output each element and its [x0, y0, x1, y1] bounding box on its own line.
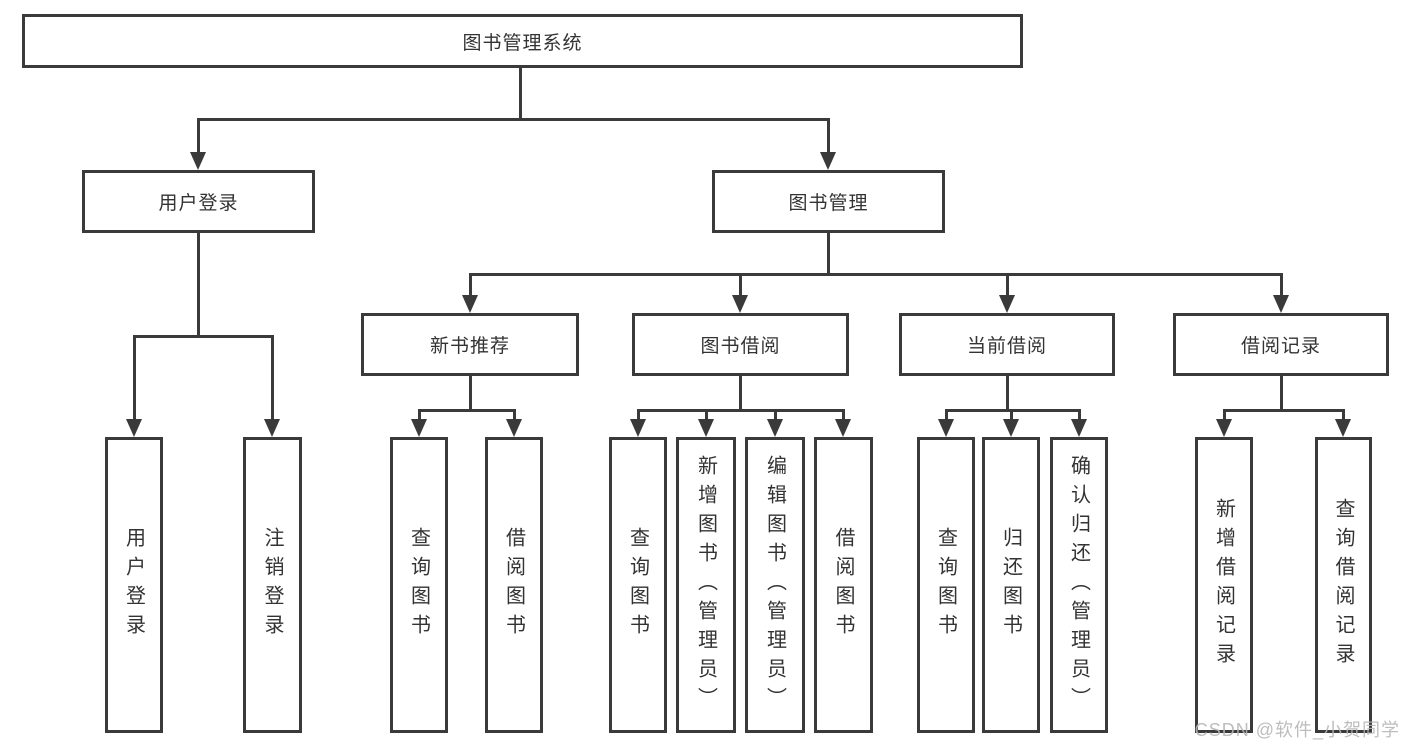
connector-line	[418, 409, 515, 412]
node-root: 图书管理系统	[22, 14, 1023, 68]
arrow-down-icon	[630, 419, 646, 437]
connector-line	[739, 273, 742, 297]
connector-line	[1006, 273, 1009, 297]
arrow-down-icon	[732, 295, 748, 313]
leaf-borrow-add-books-admin: 新增图书（管理员）	[676, 437, 736, 733]
connector-line	[418, 409, 421, 421]
leaf-current-confirm-return-admin: 确认归还（管理员）	[1050, 437, 1108, 733]
connector-line	[827, 233, 830, 273]
connector-line	[519, 68, 522, 118]
node-user-login: 用户登录	[82, 170, 315, 233]
leaf-borrow-query-books: 查询图书	[609, 437, 667, 733]
connector-line	[1280, 376, 1283, 409]
node-book-borrowing: 图书借阅	[632, 313, 849, 376]
arrow-down-icon	[1216, 419, 1232, 437]
connector-line	[133, 335, 136, 421]
node-borrowing-records: 借阅记录	[1173, 313, 1389, 376]
leaf-borrow-edit-books-admin: 编辑图书（管理员）	[745, 437, 805, 733]
connector-line	[469, 376, 472, 409]
leaf-borrow-borrow-books: 借阅图书	[814, 437, 873, 733]
arrow-down-icon	[506, 419, 522, 437]
connector-line	[945, 409, 948, 421]
connector-line	[1342, 409, 1345, 421]
leaf-record-query-borrow-record: 查询借阅记录	[1315, 437, 1372, 733]
leaf-user-login: 用户登录	[105, 437, 163, 733]
arrow-down-icon	[698, 419, 714, 437]
leaf-logout: 注销登录	[243, 437, 302, 733]
connector-line	[1280, 273, 1283, 297]
arrow-down-icon	[190, 152, 206, 170]
connector-line	[1223, 409, 1226, 421]
connector-line	[469, 273, 1282, 276]
node-book-management: 图书管理	[712, 170, 945, 233]
arrow-down-icon	[767, 419, 783, 437]
arrow-down-icon	[1335, 419, 1351, 437]
arrow-down-icon	[1273, 295, 1289, 313]
node-new-book-recommend: 新书推荐	[361, 313, 579, 376]
arrow-down-icon	[999, 295, 1015, 313]
arrow-down-icon	[835, 419, 851, 437]
node-current-borrowing: 当前借阅	[899, 313, 1115, 376]
arrow-down-icon	[411, 419, 427, 437]
leaf-record-add-borrow-record: 新增借阅记录	[1195, 437, 1253, 733]
arrow-down-icon	[1003, 419, 1019, 437]
csdn-watermark: CSDN @软件_小贺同学	[1194, 720, 1400, 740]
connector-line	[271, 335, 274, 421]
connector-line	[1010, 409, 1013, 421]
leaf-current-return-books: 归还图书	[982, 437, 1040, 733]
connector-line	[1223, 409, 1344, 412]
connector-line	[774, 409, 777, 421]
connector-line	[469, 273, 472, 297]
connector-line	[133, 335, 273, 338]
arrow-down-icon	[938, 419, 954, 437]
connector-line	[739, 376, 742, 409]
arrow-down-icon	[126, 419, 142, 437]
arrow-down-icon	[462, 295, 478, 313]
connector-line	[705, 409, 708, 421]
leaf-newbook-query-books: 查询图书	[390, 437, 448, 733]
connector-line	[1078, 409, 1081, 421]
leaf-newbook-borrow-books: 借阅图书	[485, 437, 543, 733]
connector-line	[842, 409, 845, 421]
arrow-down-icon	[1071, 419, 1087, 437]
connector-line	[513, 409, 516, 421]
connector-line	[637, 409, 844, 412]
arrow-down-icon	[820, 152, 836, 170]
connector-line	[637, 409, 640, 421]
leaf-current-query-books: 查询图书	[917, 437, 975, 733]
connector-line	[197, 233, 200, 335]
connector-line	[197, 118, 200, 154]
connector-line	[827, 118, 830, 154]
connector-line	[197, 118, 830, 121]
connector-line	[1006, 376, 1009, 409]
arrow-down-icon	[264, 419, 280, 437]
